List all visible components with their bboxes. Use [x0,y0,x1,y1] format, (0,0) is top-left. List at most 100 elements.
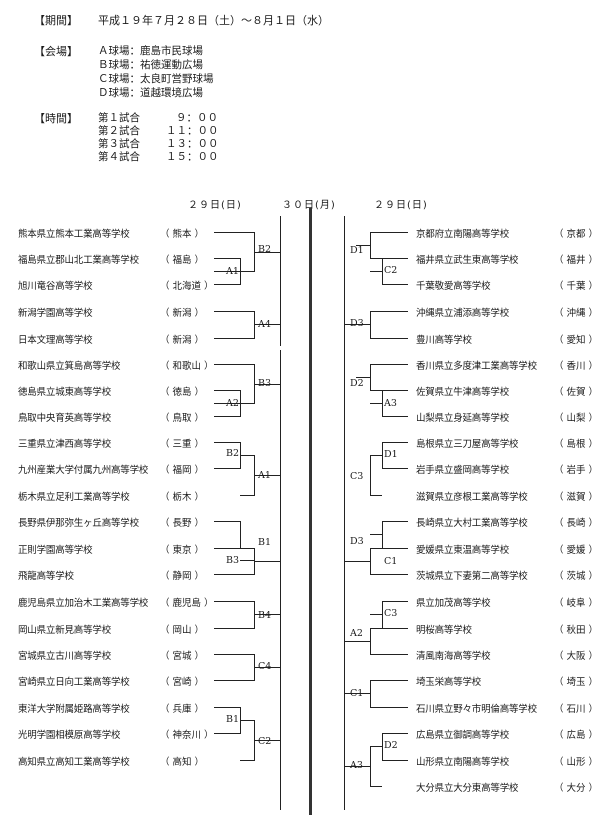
bracket-line [370,455,371,496]
bracket-line [356,245,370,246]
left-match-code: A1 [226,266,239,277]
bracket-line [370,311,408,312]
left-team-pref: （ 宮崎 ） [160,677,205,688]
bracket-line [382,390,408,391]
right-team-pref: （ 大分 ） [554,783,599,794]
venue-b: Ｂ球場：祐徳運動広場 [98,59,203,71]
right-team-school: 福井県立武生東高等学校 [416,255,519,266]
left-team-pref: （ 福岡 ） [160,465,205,476]
bracket-line [370,614,382,615]
bracket-line [344,641,370,642]
left-match-code: B2 [226,448,240,459]
bracket-line [214,416,240,417]
bracket-line [240,495,254,496]
left-match-code: B1 [258,537,272,548]
bracket-line [370,403,382,404]
left-team-pref: （ 栃木 ） [160,492,205,503]
bracket-line [214,707,240,708]
right-team-school: 京都府立南陽高等学校 [416,229,510,240]
bracket-line [356,377,370,378]
left-team-pref: （ 徳島 ） [160,387,205,398]
bracket-line [382,521,383,549]
bracket-line [370,311,371,339]
period-value: 平成１９年７月２８日（土）～８月１日（水） [98,14,329,27]
right-team-school: 県立加茂高等学校 [416,598,491,609]
left-match-code: A2 [226,398,239,409]
bracket-line [280,350,281,650]
bracket-line [382,442,408,443]
right-match-code: D3 [350,318,364,329]
right-team-pref: （ 島根 ） [554,439,599,450]
bracket-line [214,403,254,404]
bracket-line [370,746,371,787]
bracket-line [254,311,255,339]
bracket-line [370,746,382,747]
bracket-line [214,628,254,629]
bracket-line [280,216,281,346]
left-team-school: 鹿児島県立加治木工業高等学校 [18,598,149,609]
right-team-school: 香川県立多度津工業高等学校 [416,361,537,372]
bracket-line [214,548,254,549]
bracket-line [254,252,280,253]
bracket-line [344,590,345,810]
bracket-line [214,364,254,365]
bracket-line [370,232,408,233]
bracket-line [254,384,280,385]
left-team-pref: （ 鳥取 ） [160,413,205,424]
bracket-line [382,390,383,417]
bracket-line [370,364,371,391]
bracket-line [214,521,240,522]
bracket-line [214,338,254,339]
right-team-pref: （ 愛媛 ） [554,545,599,556]
bracket-line [382,258,383,285]
right-team-pref: （ 千葉 ） [554,281,599,292]
right-team-pref: （ 沖縄 ） [554,308,599,319]
right-team-school: 島根県立三刀屋高等学校 [416,439,519,450]
left-team-school: 日本文理高等学校 [18,335,93,346]
right-team-pref: （ 佐賀 ） [554,387,599,398]
left-team-school: 栃木県立足利工業高等学校 [18,492,130,503]
left-team-pref: （ 宮城 ） [160,651,205,662]
bracket-line [382,258,408,259]
right-team-school: 埼玉栄高等学校 [416,677,482,688]
venue-d: Ｄ球場：道越環境広場 [98,87,203,99]
bracket-line [214,284,240,285]
right-match-code: C1 [350,688,364,699]
left-team-school: 新潟学園高等学校 [18,308,93,319]
game-1-time: ９：００ [176,112,218,124]
bracket-line [214,232,254,233]
left-team-pref: （ 東京 ） [160,545,205,556]
right-team-pref: （ 大阪 ） [554,651,599,662]
bracket-line [370,232,371,259]
right-match-code: A3 [350,760,363,771]
right-team-school: 千葉敬愛高等学校 [416,281,491,292]
bracket-line [370,680,408,681]
bracket-line [382,733,408,734]
right-team-pref: （ 茨城 ） [554,571,599,582]
left-team-school: 東洋大学附属姫路高等学校 [18,704,130,715]
left-match-code: A4 [258,319,271,330]
left-team-school: 徳島県立城東高等学校 [18,387,112,398]
right-match-code: C3 [350,471,364,482]
bracket-line [382,468,408,469]
bracket-line [214,468,240,469]
left-match-code: C2 [258,736,272,747]
right-match-code: A3 [384,398,397,409]
game-4-label: 第４試合 [98,151,140,163]
left-match-code: B2 [258,244,272,255]
bracket-line [214,311,254,312]
right-team-pref: （ 福井 ） [554,255,599,266]
bracket-line [382,601,408,602]
bracket-line [370,680,371,708]
bracket-line [344,693,370,694]
right-team-pref: （ 滋賀 ） [554,492,599,503]
right-team-pref: （ 広島 ） [554,730,599,741]
right-team-pref: （ 山梨 ） [554,413,599,424]
left-team-pref: （ 神奈川 ） [160,730,214,741]
bracket-line [370,548,408,549]
game-1-label: 第１試合 [98,112,140,124]
left-team-school: 正則学園高等学校 [18,545,93,556]
bracket-line [382,601,383,629]
right-team-pref: （ 秋田 ） [554,625,599,636]
right-team-pref: （ 岩手 ） [554,465,599,476]
